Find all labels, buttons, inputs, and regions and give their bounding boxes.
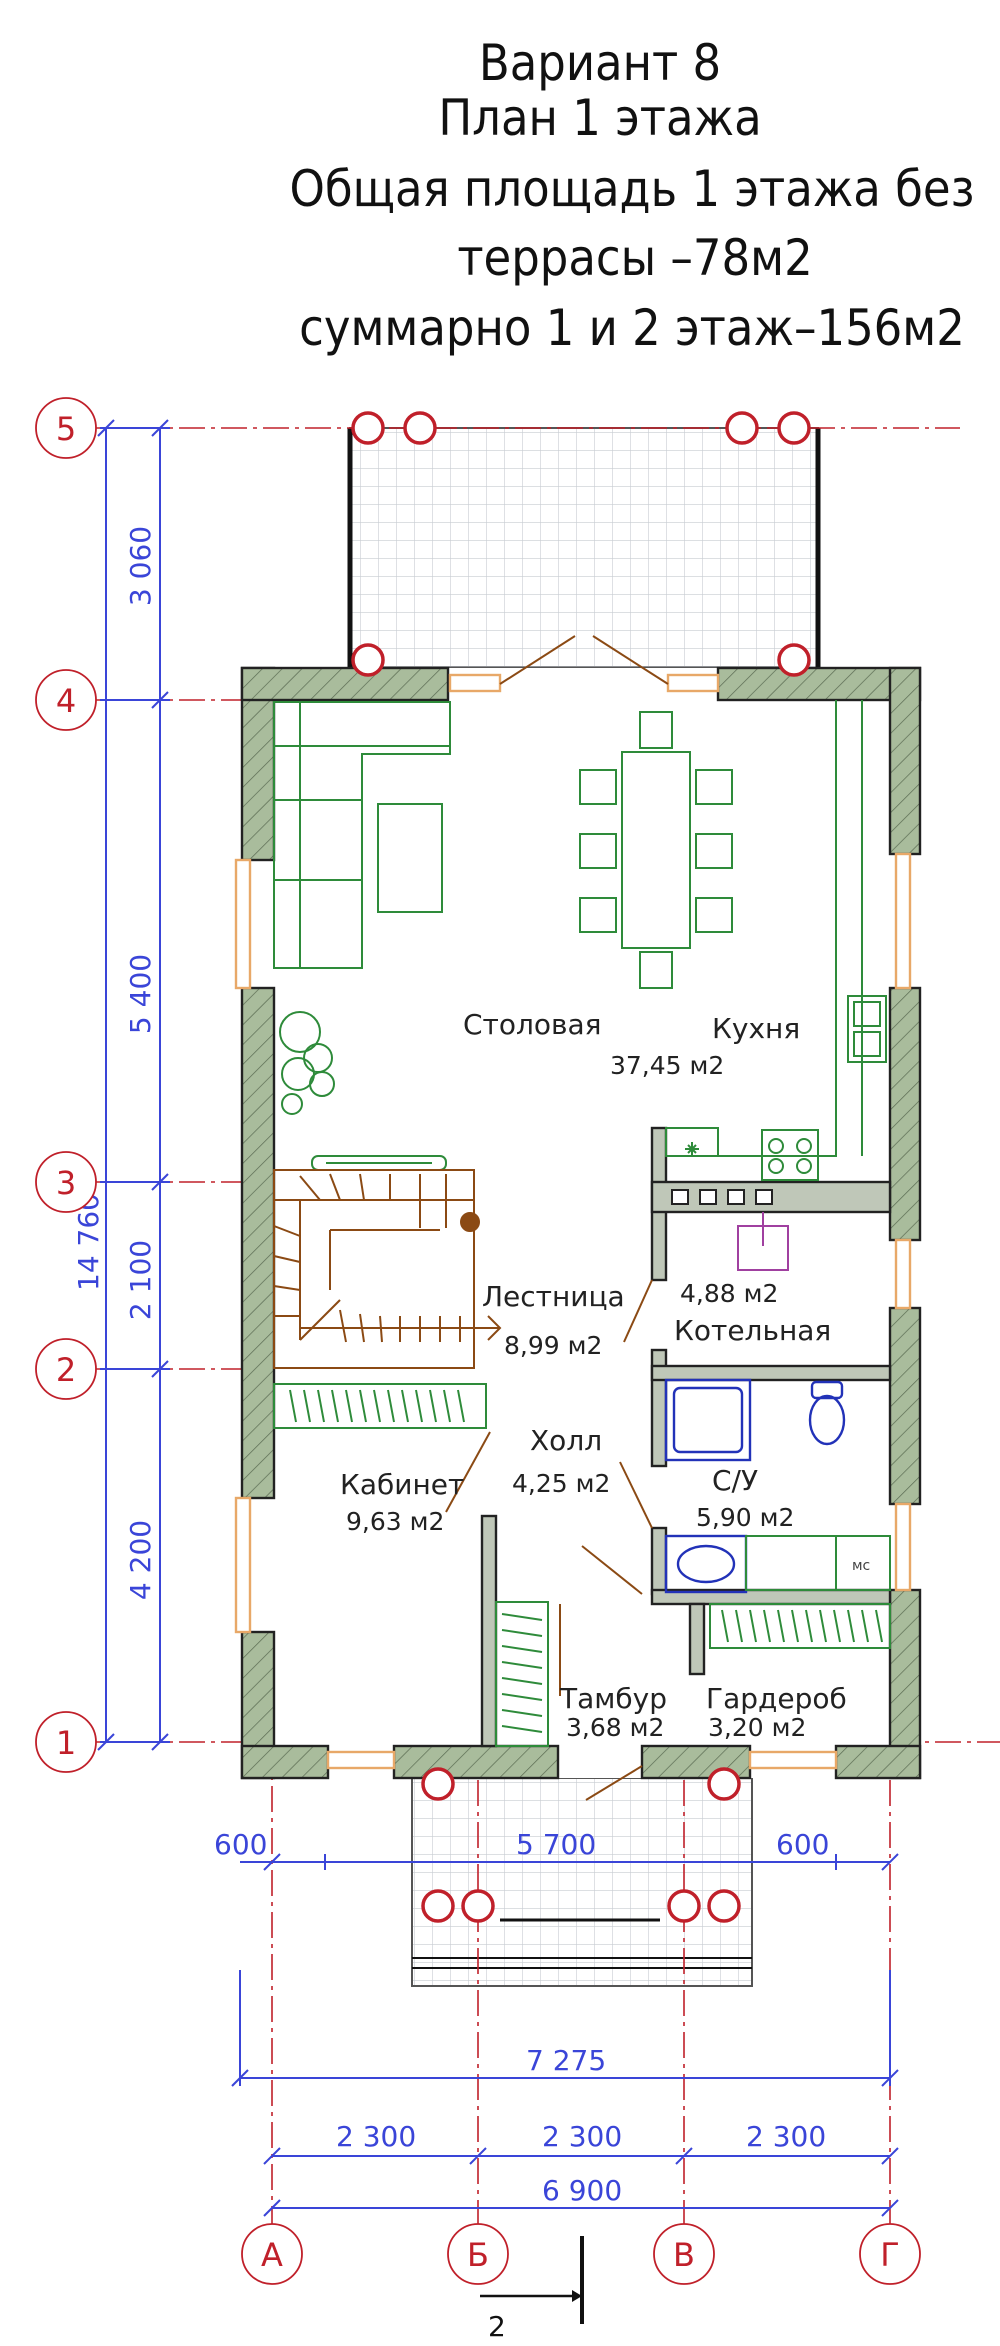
dim-bay-3: 2 300 [746, 2120, 826, 2153]
dim-bay-2: 2 300 [542, 2120, 622, 2153]
room-labels: Столовая 37,45 м2 Кухня Лестница 8,99 м2… [340, 1008, 847, 1742]
entrance-porch [411, 1777, 753, 1987]
axis-col-b: Б [467, 2236, 489, 2274]
room-wardrobe-name: Гардероб [706, 1682, 847, 1715]
dim-4-3: 5 400 [124, 954, 157, 1034]
dim-axes-total: 6 900 [542, 2174, 622, 2207]
axis-row-5: 5 [56, 410, 76, 448]
section-number: 2 [488, 2310, 506, 2343]
title-terrace-line: террасы –78м2 [457, 229, 812, 287]
plant [279, 1011, 335, 1115]
closet-rack [709, 1603, 891, 1649]
dim-2-1: 4 200 [124, 1520, 157, 1600]
terrace-door [499, 635, 669, 685]
room-dining-name: Столовая [463, 1008, 602, 1041]
top-terrace [347, 427, 821, 670]
dim-bay-1: 2 300 [336, 2120, 416, 2153]
room-office-area: 9,63 м2 [346, 1507, 444, 1536]
toilet [808, 1380, 846, 1446]
boiler [737, 1212, 789, 1271]
title-variant: Вариант 8 [479, 34, 721, 92]
columns [351, 411, 811, 1923]
kitchen-counter [665, 700, 887, 1181]
room-office-name: Кабинет [340, 1468, 464, 1501]
room-hall-area: 4,25 м2 [512, 1469, 610, 1498]
vertical-dimensions [97, 419, 170, 1751]
shower [664, 1378, 752, 1462]
bathroom-counter [745, 1535, 891, 1591]
room-dining-area: 37,45 м2 [610, 1051, 724, 1080]
title-plan: План 1 этажа [438, 89, 761, 147]
room-vestibule-name: Тамбур [559, 1682, 667, 1715]
vertical-dimension-labels: 3 060 5 400 2 100 4 200 14 760 [72, 526, 157, 1600]
sofa [273, 701, 451, 969]
room-stairs-name: Лестница [482, 1280, 625, 1313]
axis-row-2: 2 [56, 1351, 76, 1389]
dim-5-4: 3 060 [124, 526, 157, 606]
section-mark [480, 2236, 584, 2324]
dim-3-2: 2 100 [124, 1240, 157, 1320]
windows [234, 673, 912, 1770]
horizontal-dimension-labels: 600 5 700 600 7 275 2 300 2 300 2 300 6 … [214, 1828, 829, 2207]
room-bathroom-area: 5,90 м2 [696, 1503, 794, 1532]
room-stairs-area: 8,99 м2 [504, 1331, 602, 1360]
dim-left-offset: 600 [214, 1828, 267, 1861]
room-bathroom-name: С/У [712, 1464, 758, 1497]
axis-row-3: 3 [56, 1164, 76, 1202]
row-axis-markers: 5 4 3 2 1 [35, 397, 97, 1773]
vestibule-wardrobe [495, 1601, 549, 1747]
room-boiler-name: Котельная [674, 1314, 831, 1347]
doors [445, 1279, 653, 1801]
walls [240, 666, 922, 1780]
title-area-line: Общая площадь 1 этажа без [289, 160, 974, 218]
column-axis-markers: А Б В Г [241, 2223, 921, 2285]
title-total-line: суммарно 1 и 2 этаж–156м2 [299, 299, 965, 357]
title-block: Вариант 8 План 1 этажа Общая площадь 1 э… [289, 34, 974, 357]
axis-col-g: Г [880, 2236, 900, 2274]
axis-row-4: 4 [56, 682, 76, 720]
horizontal-dimensions [231, 1853, 899, 2217]
dining-table [579, 711, 733, 989]
room-hall-name: Холл [530, 1424, 602, 1457]
dim-porch: 5 700 [516, 1828, 596, 1861]
axis-col-v: В [673, 2236, 695, 2274]
axis-row-1: 1 [56, 1724, 76, 1762]
room-kitchen-name: Кухня [712, 1012, 800, 1045]
room-vestibule-area: 3,68 м2 [566, 1713, 664, 1742]
boiler-pipes [671, 1189, 773, 1205]
dim-right-offset: 600 [776, 1828, 829, 1861]
room-wardrobe-area: 3,20 м2 [708, 1713, 806, 1742]
axis-col-a: А [261, 2236, 283, 2274]
dim-overall: 7 275 [526, 2044, 606, 2077]
washer-label: мс [852, 1558, 870, 1574]
staircase [273, 1169, 502, 1369]
room-boiler-area: 4,88 м2 [680, 1279, 778, 1308]
office-wardrobe [273, 1383, 487, 1429]
